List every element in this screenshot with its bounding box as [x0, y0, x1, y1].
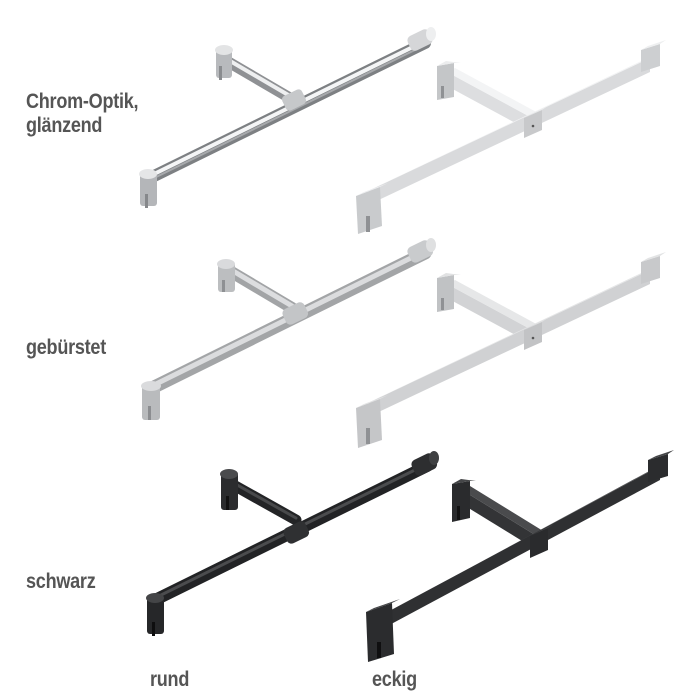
- row-label-chrom: Chrom-Optik, glänzend: [26, 90, 139, 138]
- product-schwarz-rund: [146, 451, 439, 636]
- product-gebuerstet-eckig: [356, 252, 666, 448]
- product-chrom-eckig: [356, 40, 666, 234]
- product-chrom-rund: [139, 27, 436, 208]
- row-label-chrom-line1: Chrom-Optik,: [26, 90, 139, 113]
- product-schwarz-eckig: [366, 450, 674, 662]
- row-label-schwarz: schwarz: [26, 570, 96, 593]
- row-label-chrom-line2: glänzend: [26, 114, 103, 137]
- product-gebuerstet-rund: [141, 238, 436, 420]
- row-label-gebuerstet: gebürstet: [26, 336, 106, 359]
- column-label-eckig: eckig: [372, 668, 417, 691]
- column-label-rund: rund: [150, 668, 190, 691]
